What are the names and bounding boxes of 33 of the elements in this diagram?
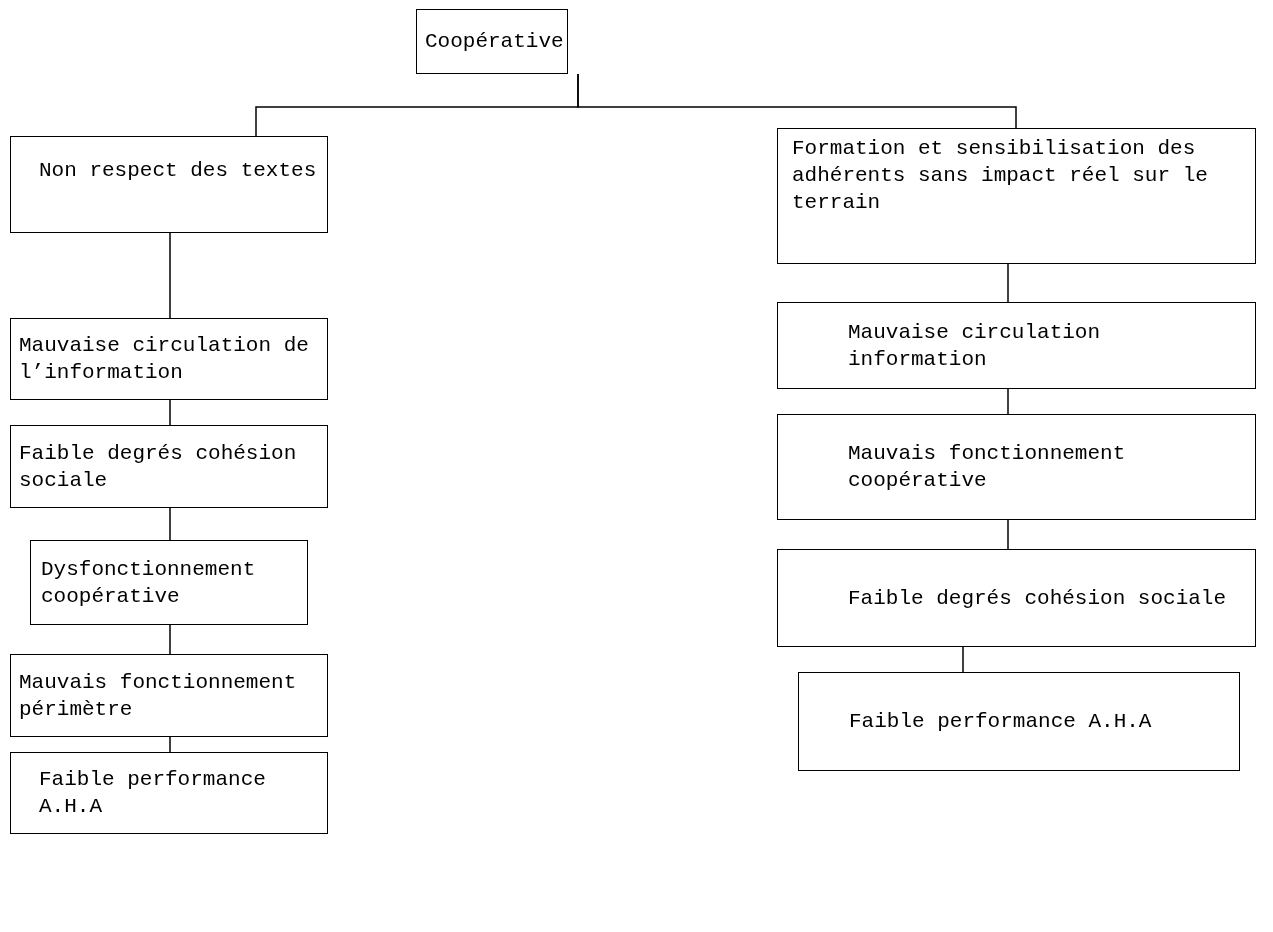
box-label: Mauvaise circulation information — [848, 319, 1102, 373]
cause-box — [10, 136, 328, 233]
connector-line — [169, 624, 171, 655]
cause-box — [798, 672, 1240, 771]
connector-line — [169, 507, 171, 541]
box-label: Non respect des textes — [39, 158, 318, 184]
connector-line — [577, 73, 1017, 129]
cause-box — [10, 654, 328, 737]
box-label: Mauvaise circulation de l’information — [19, 333, 310, 386]
box-label: Faible performance A.H.A — [39, 767, 267, 820]
connector-line — [1007, 519, 1009, 550]
cause-box — [777, 549, 1256, 647]
box-label: Mauvais fonctionnement coopérative — [848, 441, 1127, 494]
cause-box — [777, 128, 1256, 264]
box-label: Dysfonctionnement coopérative — [41, 556, 257, 610]
connector-line — [169, 232, 171, 319]
connector-line — [169, 736, 171, 753]
box-label: Faible degrés cohésion sociale — [19, 440, 298, 494]
cause-box — [416, 9, 568, 74]
cause-box — [30, 540, 308, 625]
box-label: Mauvais fonctionnement périmètre — [19, 669, 298, 723]
cause-box — [777, 302, 1256, 389]
connector-line — [962, 646, 964, 673]
connector-line — [169, 399, 171, 426]
connector-line — [1007, 388, 1009, 415]
cause-box — [777, 414, 1256, 520]
cause-box — [10, 318, 328, 400]
connector-line — [1007, 263, 1009, 303]
box-label: Faible performance A.H.A — [849, 709, 1153, 735]
cause-box — [10, 425, 328, 508]
cause-box — [10, 752, 328, 834]
box-label: Faible degrés cohésion sociale — [848, 585, 1228, 612]
box-label: Formation et sensibilisation des adhérents sans impact réel sur le terrain — [792, 136, 1209, 216]
